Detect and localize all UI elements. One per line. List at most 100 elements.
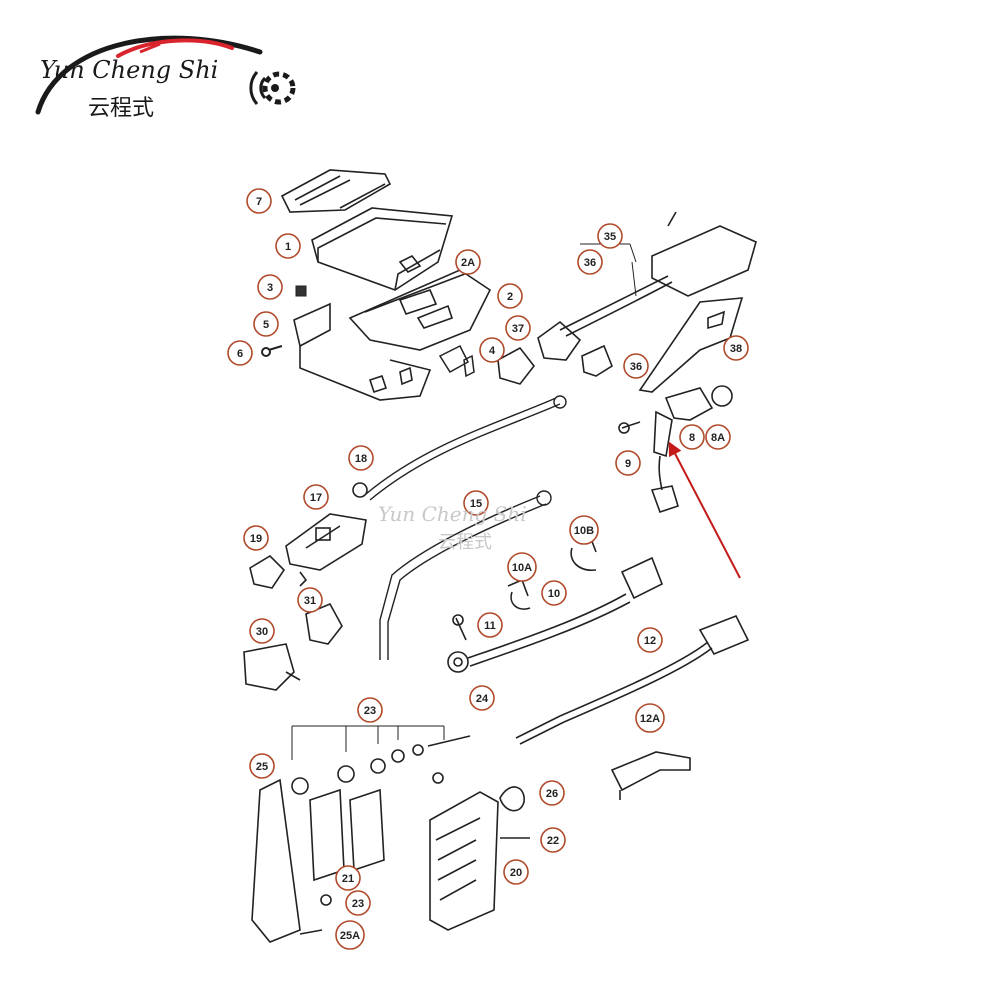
- callout-label: 24: [476, 693, 489, 705]
- callout-c1: 1: [275, 233, 301, 259]
- callout-label: 25: [256, 761, 268, 773]
- callout-c2: 2: [497, 283, 523, 309]
- watermark-brand-name: Yun Cheng Shi: [378, 502, 527, 526]
- callout-circle: [253, 311, 279, 337]
- callout-c24: 24: [469, 685, 495, 711]
- sensor-cables: [365, 395, 567, 660]
- callout-label: 35: [604, 231, 616, 243]
- callout-circle: [275, 233, 301, 259]
- callout-c12: 12: [637, 627, 663, 653]
- callout-circle: [705, 424, 731, 450]
- callout-label: 10: [548, 588, 560, 600]
- callout-c7: 7: [246, 188, 272, 214]
- callout-c38: 38: [723, 335, 749, 361]
- callout-circle: [479, 337, 505, 363]
- callout-label: 12: [644, 635, 656, 647]
- callout-label: 10B: [574, 525, 594, 537]
- callout-c10: 10: [541, 580, 567, 606]
- callout-circle: [577, 249, 603, 275]
- callout-circle: [243, 525, 269, 551]
- callout-circle: [335, 920, 365, 950]
- callout-label: 3: [267, 282, 273, 294]
- callout-circle: [297, 587, 323, 613]
- callout-label: 23: [352, 898, 364, 910]
- callout-label: 5: [263, 319, 269, 331]
- callout-label: 26: [546, 788, 558, 800]
- callout-c11: 11: [477, 612, 503, 638]
- callout-c23a: 23: [357, 697, 383, 723]
- knock-sensor: [447, 556, 664, 673]
- callout-circle: [569, 515, 599, 545]
- callout-label: 30: [256, 626, 268, 638]
- callout-label: 23: [364, 705, 376, 717]
- callout-c4: 4: [479, 337, 505, 363]
- callout-label: 9: [625, 458, 631, 470]
- callout-label: 25A: [340, 930, 360, 942]
- callout-label: 1: [285, 241, 291, 253]
- connector-plug: [243, 554, 343, 691]
- ecu-control-unit: [311, 207, 454, 291]
- logo-brand-name: Yun Cheng Shi: [40, 56, 219, 84]
- callout-circle: [249, 618, 275, 644]
- callout-circle: [679, 424, 705, 450]
- callout-circle: [723, 335, 749, 361]
- callout-c10a: 10A: [507, 552, 537, 582]
- callout-c21: 21: [335, 865, 361, 891]
- callout-circle: [357, 697, 383, 723]
- callout-circle: [303, 484, 329, 510]
- callout-label: 19: [250, 533, 262, 545]
- callout-c19: 19: [243, 525, 269, 551]
- callout-c3: 3: [257, 274, 283, 300]
- logo-swoosh: [35, 35, 263, 115]
- callout-circle: [469, 685, 495, 711]
- callout-c17: 17: [303, 484, 329, 510]
- control-module: [285, 482, 368, 587]
- callout-label: 2: [507, 291, 513, 303]
- callout-label: 12A: [640, 713, 660, 725]
- sensor-holder: [610, 751, 691, 800]
- callout-label: 2A: [461, 257, 475, 269]
- callout-c20: 20: [503, 859, 529, 885]
- callout-label: 8A: [711, 432, 725, 444]
- callout-label: 21: [342, 873, 354, 885]
- callout-circle: [541, 580, 567, 606]
- callout-circle: [505, 315, 531, 341]
- callout-circle: [345, 890, 371, 916]
- throttle-module: [429, 791, 499, 931]
- callout-circle: [455, 249, 481, 275]
- callout-c25: 25: [249, 753, 275, 779]
- callout-circle: [246, 188, 272, 214]
- callout-c8a: 8A: [705, 424, 731, 450]
- pointer-arrow: [668, 441, 741, 579]
- bolt: [618, 421, 641, 434]
- callout-label: 22: [547, 835, 559, 847]
- callout-label: 10A: [512, 562, 532, 574]
- callout-circle: [335, 865, 361, 891]
- callout-c10b: 10B: [569, 515, 599, 545]
- callout-circle: [463, 490, 489, 516]
- callout-label: 36: [584, 257, 596, 269]
- callout-circle: [477, 612, 503, 638]
- callout-c23b: 23: [345, 890, 371, 916]
- callout-label: 11: [484, 620, 496, 632]
- callout-c30: 30: [249, 618, 275, 644]
- callout-circle: [635, 703, 665, 733]
- callout-c5: 5: [253, 311, 279, 337]
- callout-c12a: 12A: [635, 703, 665, 733]
- callout-label: 38: [730, 343, 742, 355]
- connector-housing: [497, 320, 613, 385]
- callout-circle: [623, 353, 649, 379]
- callout-circle: [597, 223, 623, 249]
- callout-label: 8: [689, 432, 695, 444]
- callout-circle: [257, 274, 283, 300]
- callout-circle: [539, 780, 565, 806]
- callout-label: 17: [310, 492, 322, 504]
- callout-circle: [348, 445, 374, 471]
- callout-circle: [507, 552, 537, 582]
- speed-sensor: [650, 385, 733, 514]
- callout-c26: 26: [539, 780, 565, 806]
- callout-c31: 31: [297, 587, 323, 613]
